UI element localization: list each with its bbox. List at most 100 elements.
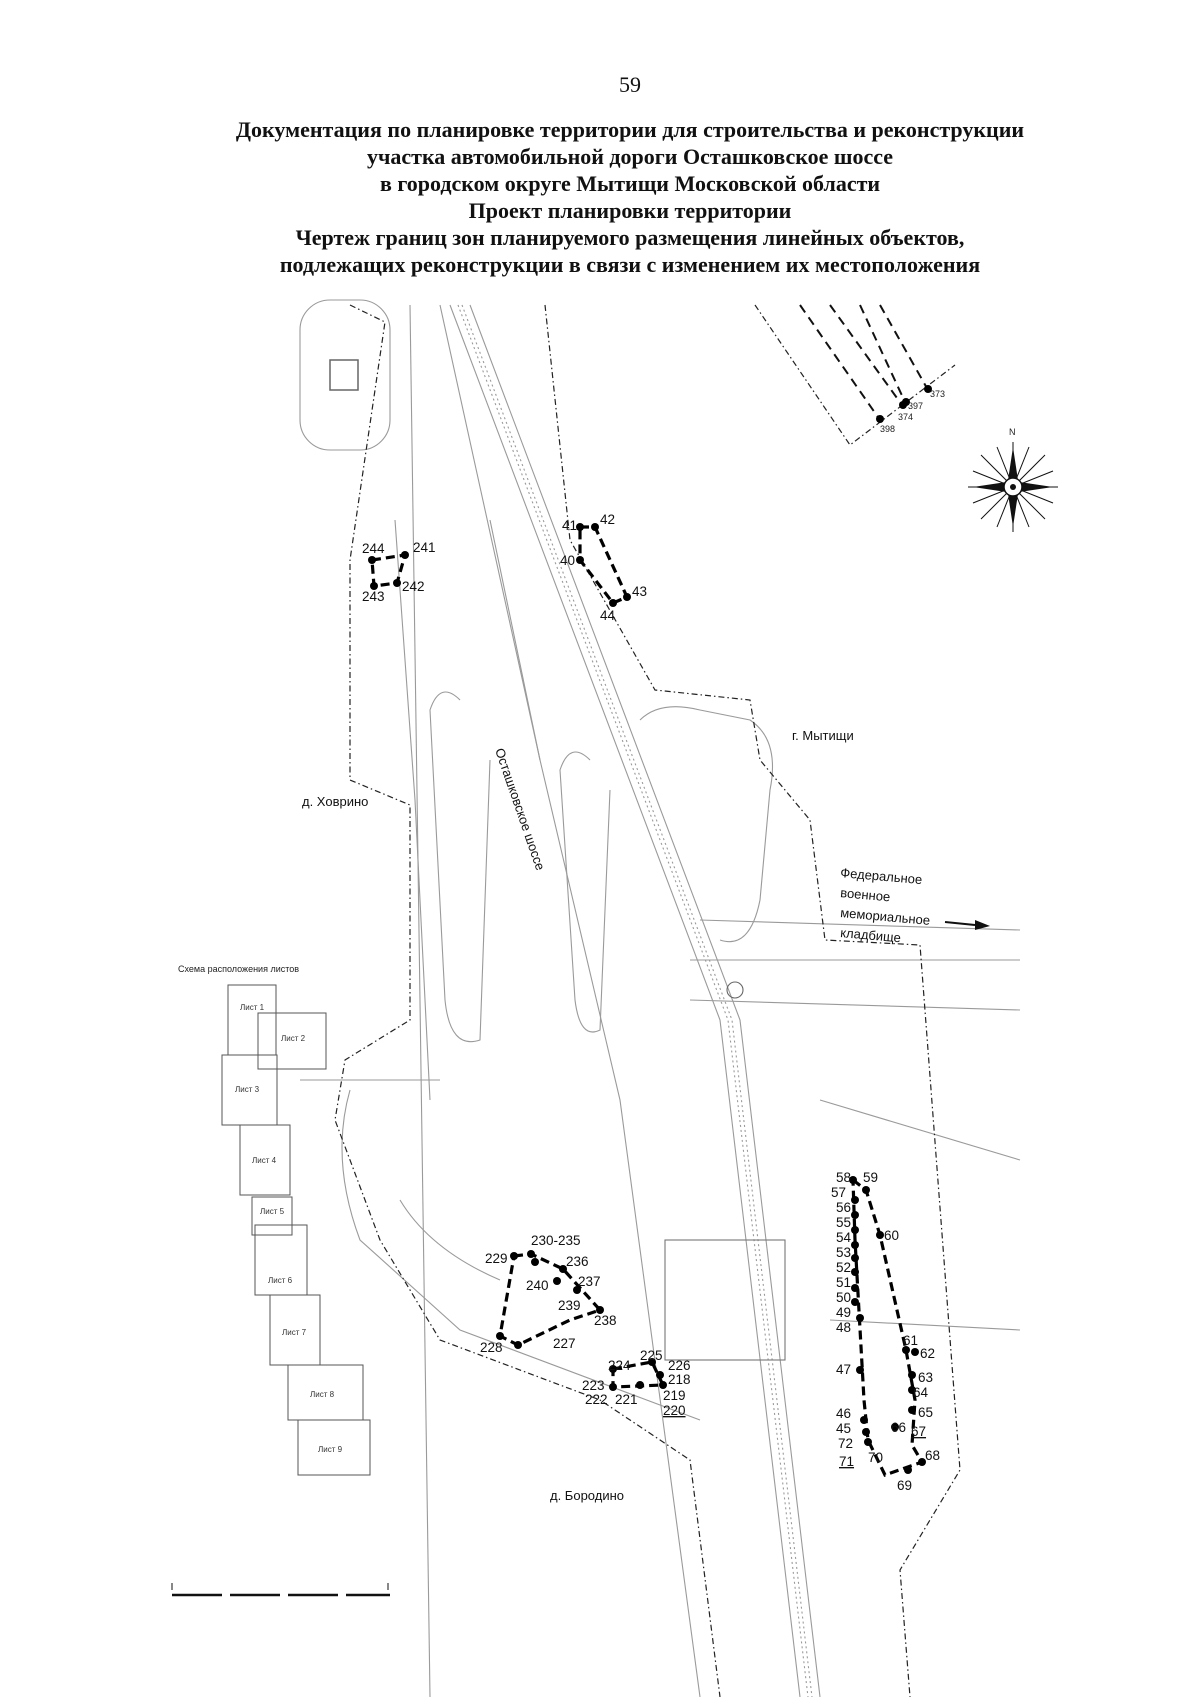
sheet-label-7: Лист 7 [282, 1328, 307, 1337]
label-45: 45 [836, 1421, 851, 1436]
label-239: 239 [558, 1298, 581, 1313]
label-229: 229 [485, 1251, 508, 1266]
label-65: 65 [918, 1405, 933, 1420]
label-41: 41 [562, 518, 577, 533]
label-242: 242 [402, 579, 425, 594]
compass-rose-icon: N [968, 427, 1058, 532]
zone-points [368, 385, 932, 1474]
label-71: 71 [839, 1454, 854, 1469]
label-62: 62 [920, 1346, 935, 1361]
label-48: 48 [836, 1320, 851, 1335]
territory-boundary [334, 304, 961, 1697]
title-line-3: в городском округе Мытищи Московской обл… [379, 171, 881, 196]
point-397 [902, 398, 910, 406]
label-226: 226 [668, 1358, 691, 1373]
sheet-label-8: Лист 8 [310, 1390, 335, 1399]
sheet-label-3: Лист 3 [235, 1085, 260, 1094]
label-43: 43 [632, 584, 647, 599]
label-60: 60 [884, 1228, 899, 1243]
label-397: 397 [908, 401, 923, 411]
label-49: 49 [836, 1305, 851, 1320]
label-220: 220 [663, 1403, 686, 1418]
label-373: 373 [930, 389, 945, 399]
label-223: 223 [582, 1378, 605, 1393]
label-69: 69 [897, 1478, 912, 1493]
label-222: 222 [585, 1392, 608, 1407]
title-line-5: Чертеж границ зон планируемого размещени… [295, 225, 965, 250]
label-237: 237 [578, 1274, 601, 1289]
label-46: 46 [836, 1406, 851, 1421]
label-240: 240 [526, 1278, 549, 1293]
label-47: 47 [836, 1362, 851, 1377]
base-linework [299, 299, 1021, 1697]
label-68: 68 [925, 1448, 940, 1463]
zone-41-44-outline [578, 525, 630, 605]
sheet-label-4: Лист 4 [252, 1156, 277, 1165]
zone-top-lines [799, 304, 929, 421]
mytishchi-label: г. Мытищи [792, 728, 854, 743]
cemetery-label-2: военное [840, 885, 891, 904]
label-218: 218 [668, 1372, 691, 1387]
point-398 [876, 415, 884, 423]
label-66: 66 [891, 1420, 906, 1435]
label-70: 70 [868, 1450, 883, 1465]
scale-bar [171, 1583, 390, 1597]
label-241: 241 [413, 540, 436, 555]
label-59: 59 [863, 1170, 878, 1185]
label-55: 55 [836, 1215, 851, 1230]
khovrino-label: д. Ховрино [302, 794, 368, 809]
label-42: 42 [600, 512, 615, 527]
cemetery-label-1: Федеральное [840, 865, 923, 887]
label-224: 224 [608, 1358, 631, 1373]
sheet-label-6: Лист 6 [268, 1276, 293, 1285]
zone-45-72-outline [851, 1176, 925, 1477]
label-221: 221 [615, 1392, 638, 1407]
label-398: 398 [880, 424, 895, 434]
sheet-label-1: Лист 1 [240, 1003, 265, 1012]
label-225: 225 [640, 1348, 663, 1363]
label-52: 52 [836, 1260, 851, 1275]
label-72: 72 [838, 1436, 853, 1451]
point-373 [924, 385, 932, 393]
title-line-1: Документация по планировке территории дл… [235, 117, 1025, 142]
title-line-6: подлежащих реконструкции в связи с измен… [279, 252, 981, 277]
label-67: 67 [911, 1424, 926, 1439]
direction-arrow-icon [944, 920, 990, 930]
label-54: 54 [836, 1230, 852, 1245]
borodino-label: д. Бородино [550, 1488, 624, 1503]
label-63: 63 [918, 1370, 933, 1385]
label-230-235: 230-235 [531, 1233, 581, 1248]
label-244: 244 [362, 541, 385, 556]
road-label: Осташковское шоссе [492, 746, 548, 872]
label-219: 219 [663, 1388, 686, 1403]
label-228: 228 [480, 1340, 503, 1355]
label-238: 238 [594, 1313, 617, 1328]
label-51: 51 [836, 1275, 851, 1290]
label-227: 227 [553, 1336, 576, 1351]
sheet-label-5: Лист 5 [260, 1207, 285, 1216]
label-64: 64 [913, 1385, 929, 1400]
cemetery-label-4: кладбище [840, 925, 902, 945]
sheet-label-9: Лист 9 [318, 1445, 343, 1454]
drawing-title: Документация по планировке территории дл… [0, 116, 1200, 278]
label-57: 57 [831, 1185, 846, 1200]
label-243: 243 [362, 589, 385, 604]
label-58: 58 [836, 1170, 851, 1185]
label-44: 44 [600, 608, 616, 623]
label-374: 374 [898, 412, 913, 422]
label-50: 50 [836, 1290, 851, 1305]
compass-n-label: N [1009, 427, 1016, 437]
label-61: 61 [903, 1333, 918, 1348]
label-40: 40 [560, 553, 575, 568]
label-53: 53 [836, 1245, 851, 1260]
label-56: 56 [836, 1200, 851, 1215]
sheet-label-2: Лист 2 [281, 1034, 306, 1043]
sheet-scheme-title: Схема расположения листов [178, 964, 299, 974]
zone-point-labels: 373 397 374 398 41 42 40 43 44 244 241 2… [362, 389, 945, 1493]
page-number: 59 [619, 72, 641, 97]
title-line-4: Проект планировки территории [468, 198, 792, 223]
title-line-2: участка автомобильной дороги Осташковско… [366, 144, 894, 169]
label-236: 236 [566, 1254, 589, 1269]
sheet-layout-scheme: Схема расположения листов Лист 1 Лист 2 … [178, 964, 371, 1476]
